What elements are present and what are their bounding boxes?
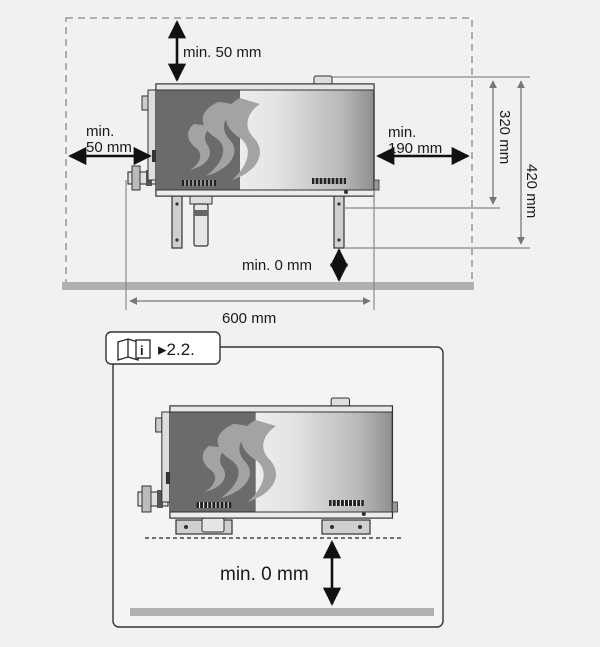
label-clearance-left-1: min. (86, 123, 114, 140)
label-height-420: 420 mm (523, 164, 540, 218)
floor-line (62, 282, 474, 290)
label-clearance-bottom-2: min. 0 mm (220, 564, 309, 585)
label-clearance-bottom: min. 0 mm (242, 257, 312, 274)
book-info-icon: i (117, 338, 151, 361)
label-clearance-left-2: 50 mm (86, 139, 132, 156)
bottom-installation-view: i ▸2.2. min. 0 mm (105, 331, 444, 628)
label-clearance-right-2: 190 mm (388, 140, 442, 157)
steam-generator-top (141, 75, 380, 197)
steam-generator-bottom (155, 397, 399, 519)
water-valve-bottom (137, 485, 169, 513)
manual-reference-tag[interactable]: i ▸2.2. (105, 331, 221, 365)
label-clearance-right-1: min. (388, 124, 416, 141)
manual-reference: ▸2.2. (158, 340, 195, 359)
floor-line-bottom (130, 608, 434, 616)
label-width-600: 600 mm (222, 310, 276, 327)
wall-brackets (175, 517, 371, 535)
label-clearance-top: min. 50 mm (183, 44, 261, 61)
svg-text:i: i (140, 343, 144, 358)
water-filter (189, 193, 213, 247)
top-installation-view: min. 50 mm min. 50 mm min. 190 mm 320 mm… (62, 17, 540, 327)
label-height-320: 320 mm (496, 110, 513, 164)
